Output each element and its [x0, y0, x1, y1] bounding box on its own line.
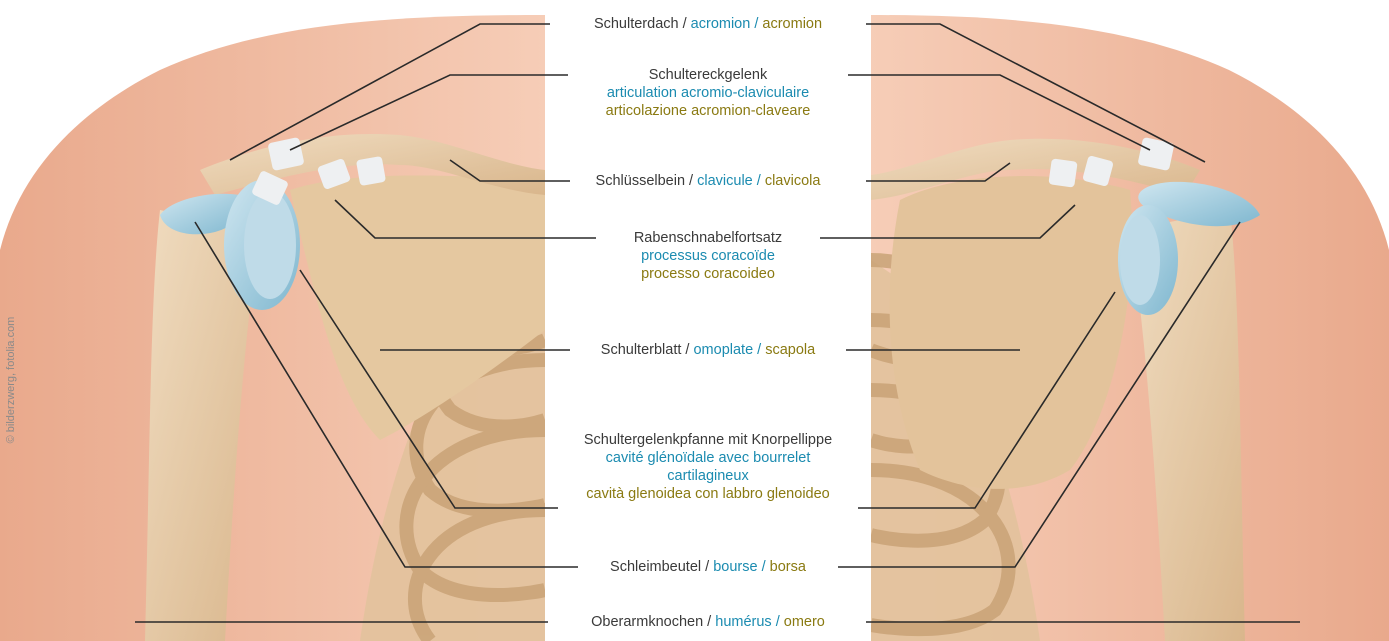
glenoid-fr-1: cavité glénoïdale avec bourrelet — [545, 449, 871, 467]
label-humerus: Oberarmknochen / humérus / omero — [545, 613, 871, 631]
acromion-de: Schulterdach — [594, 16, 679, 32]
coracoid-fr: processus coracoïde — [545, 247, 871, 265]
acromion-it: acromion — [762, 16, 822, 32]
label-scapula: Schulterblatt / omoplate / scapola — [545, 341, 871, 359]
scapula-de: Schulterblatt — [601, 342, 682, 358]
humerus-de: Oberarmknochen — [591, 614, 703, 630]
scapula-it: scapola — [765, 342, 815, 358]
scapula-fr: omoplate — [693, 342, 753, 358]
left-shoulder-illustration — [0, 15, 545, 641]
glenoid-fr-2: cartilagineux — [545, 467, 871, 485]
acromion-fr: acromion — [691, 16, 751, 32]
left-ligament-3 — [356, 156, 386, 186]
credit-text: © bilderzwerg, fotolia.com — [5, 317, 17, 444]
clavicle-fr: clavicule — [697, 173, 753, 189]
ac-joint-it: articolazione acromion-claveare — [545, 102, 871, 120]
ac-joint-fr: articulation acromio-claviculaire — [545, 84, 871, 102]
right-ligament-3 — [1048, 158, 1077, 187]
label-bursa: Schleimbeutel / bourse / borsa — [545, 558, 871, 576]
label-acromion: Schulterdach / acromion / acromion — [545, 15, 871, 33]
label-ac-joint: Schultereckgelenk articulation acromio-c… — [545, 66, 871, 120]
glenoid-it: cavità glenoidea con labbro glenoideo — [545, 485, 871, 503]
image-credit: © bilderzwerg, fotolia.com — [2, 290, 20, 470]
label-glenoid: Schultergelenkpfanne mit Knorpellippe ca… — [545, 431, 871, 503]
coracoid-it: processo coracoideo — [545, 265, 871, 283]
glenoid-de: Schultergelenkpfanne mit Knorpellippe — [545, 431, 871, 449]
coracoid-de: Rabenschnabelfortsatz — [545, 229, 871, 247]
clavicle-de: Schlüsselbein — [596, 173, 685, 189]
label-coracoid: Rabenschnabelfortsatz processus coracoïd… — [545, 229, 871, 283]
right-shoulder-illustration — [871, 15, 1389, 641]
humerus-fr: humérus — [715, 614, 771, 630]
humerus-it: omero — [784, 614, 825, 630]
ac-joint-de: Schultereckgelenk — [545, 66, 871, 84]
bursa-it: borsa — [770, 559, 806, 575]
label-clavicle: Schlüsselbein / clavicule / clavicola — [545, 172, 871, 190]
clavicle-it: clavicola — [765, 173, 821, 189]
bursa-de: Schleimbeutel — [610, 559, 701, 575]
bursa-fr: bourse — [713, 559, 757, 575]
